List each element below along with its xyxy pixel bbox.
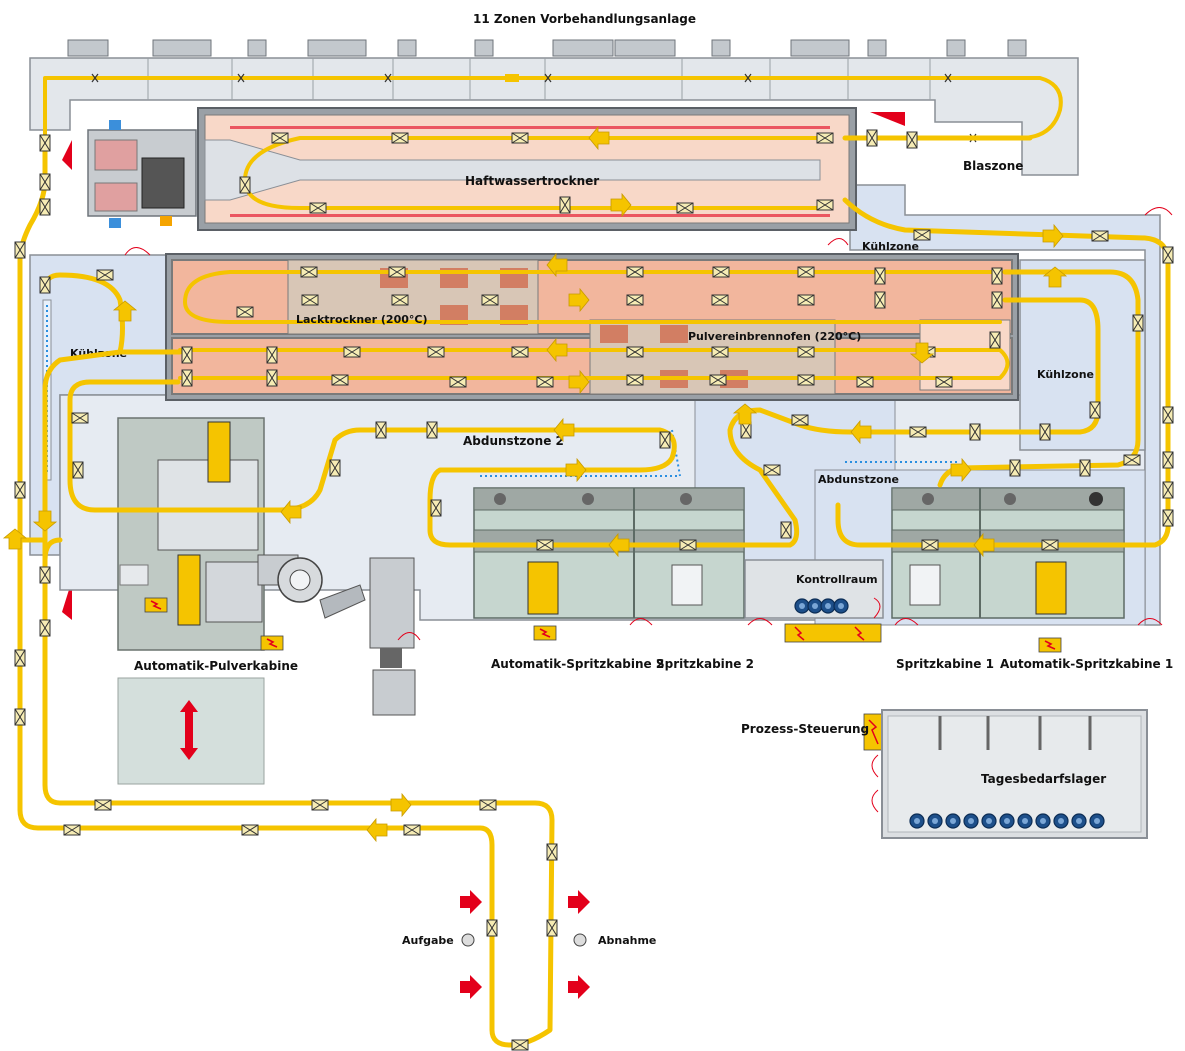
label-automatik-spritzkabine-1: Automatik-Spritzkabine 1: [1000, 657, 1173, 671]
label-abdunstzone: Abdunstzone: [818, 473, 899, 486]
pretreatment-tunnel: [29, 39, 1079, 176]
label-tagesbedarfslager: Tagesbedarfslager: [981, 772, 1106, 786]
label-automatik-spritzkabine-2: Automatik-Spritzkabine 2: [491, 657, 664, 671]
label-prozess-steuerung: Prozess-Steuerung: [741, 722, 869, 736]
label-kontrollraum: Kontrollraum: [796, 573, 878, 586]
label-kuehlzone-right-top: Kühlzone: [862, 240, 919, 253]
label-automatik-pulverkabine: Automatik-Pulverkabine: [134, 659, 298, 673]
label-aufgabe: Aufgabe: [402, 934, 454, 947]
label-pulvereinbrennofen: Pulvereinbrennofen (220°C): [688, 330, 861, 343]
kontrollraum-room: [744, 559, 884, 619]
label-lacktrockner: Lacktrockner (200°C): [296, 313, 427, 326]
label-haftwassertrockner: Haftwassertrockner: [465, 174, 599, 188]
double-arrow-icon: [180, 700, 198, 760]
label-spritzkabine-1: Spritzkabine 1: [896, 657, 994, 671]
spritzkabine-1-group: [891, 487, 1125, 619]
door-swings: [124, 207, 1173, 813]
label-blaszone: Blaszone: [963, 159, 1023, 173]
label-spritzkabine-2: Spritzkabine 2: [656, 657, 754, 671]
automatik-pulverkabine: [117, 417, 265, 651]
label-kuehlzone-right: Kühlzone: [1037, 368, 1094, 381]
haftwassertrockner-oven: [197, 107, 857, 231]
cyclone-filter: [257, 554, 416, 716]
label-abdunstzone-2: Abdunstzone 2: [463, 434, 564, 448]
lacktrockner-oven: [165, 253, 1019, 401]
spritzkabine-2-group: [473, 487, 745, 619]
label-vorbehandlung: 11 Zonen Vorbehandlungsanlage: [473, 12, 696, 26]
blower-unit: [87, 120, 197, 228]
operator-icon: [461, 933, 587, 947]
electrical-boxes: [144, 597, 1062, 751]
label-abnahme: Abnahme: [598, 934, 656, 947]
tagesbedarfslager-room: [881, 709, 1148, 839]
loading-arrows: [460, 890, 590, 999]
kuehlzone-right-wall: [849, 184, 1161, 626]
